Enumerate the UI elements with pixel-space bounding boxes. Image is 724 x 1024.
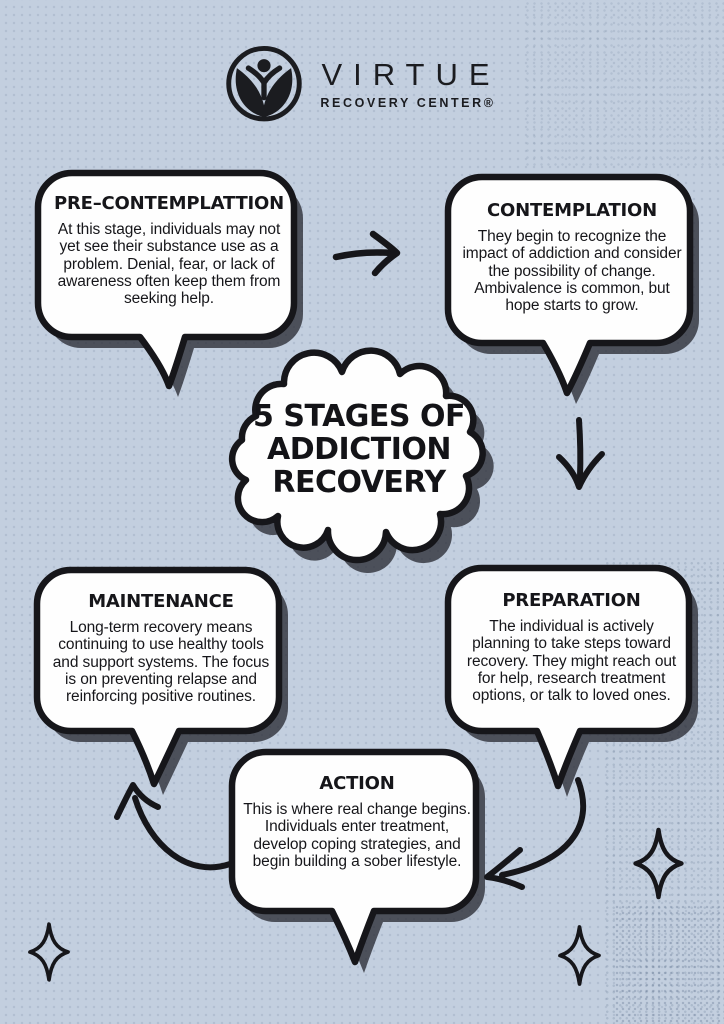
center-badge-line: RECOVERY — [272, 465, 446, 500]
stage-title: PRE–CONTEMPLATTION — [53, 193, 285, 214]
cloud-shape — [228, 347, 494, 574]
logo-brand: VIRTUE — [321, 57, 501, 93]
center-badge-line: ADDICTION — [267, 432, 451, 467]
logo: VIRTUE RECOVERY CENTER® — [0, 42, 724, 127]
arrow-down-icon — [556, 417, 605, 490]
logo-tagline: RECOVERY CENTER® — [320, 96, 496, 111]
arrow-right-icon — [332, 230, 401, 277]
speech-bubble-shape — [444, 173, 699, 404]
halftone-texture — [614, 904, 724, 1024]
stage-bubble-contemplation: CONTEMPLATION They begin to recognize th… — [444, 173, 699, 404]
center-badge-line: 5 STAGES OF — [253, 399, 465, 434]
stage-bubble-pre-contemplation: PRE–CONTEMPLATTION At this stage, indivi… — [34, 169, 303, 397]
logo-text: VIRTUE RECOVERY CENTER® — [315, 59, 500, 110]
stage-description: They begin to recognize the impact of ad… — [462, 227, 682, 315]
sparkle-icon — [558, 925, 601, 986]
stage-bubble-action: ACTION This is where real change begins.… — [228, 748, 485, 973]
stage-bubble-preparation: PREPARATION The individual is actively p… — [444, 564, 698, 797]
center-badge-title: 5 STAGES OF ADDICTION RECOVERY — [218, 400, 500, 499]
stage-description: The individual is actively planning to t… — [466, 617, 677, 705]
stage-description: This is where real change begins. Indivi… — [243, 800, 471, 870]
virtue-lotus-figure-logo-icon — [226, 45, 303, 122]
sparkle-icon — [633, 827, 684, 900]
arrow-curve-up-left-icon — [114, 782, 233, 871]
arrow-curve-down-left-icon — [484, 777, 586, 890]
speech-bubble-shape — [228, 748, 485, 973]
stage-bubble-maintenance: MAINTENANCE Long-term recovery means con… — [33, 566, 288, 795]
stage-description: At this stage, individuals may not yet s… — [57, 220, 281, 308]
stage-title: CONTEMPLATION — [487, 200, 657, 221]
speech-bubble-shape — [33, 566, 288, 795]
stage-description: Long-term recovery means continuing to u… — [52, 618, 270, 706]
speech-bubble-shape — [34, 169, 303, 397]
speech-bubble-shape — [444, 564, 698, 797]
sparkle-icon — [28, 922, 70, 982]
stage-title: ACTION — [319, 773, 395, 794]
stage-title: MAINTENANCE — [88, 591, 234, 612]
stage-title: PREPARATION — [502, 590, 641, 611]
center-badge: 5 STAGES OF ADDICTION RECOVERY — [218, 347, 518, 578]
